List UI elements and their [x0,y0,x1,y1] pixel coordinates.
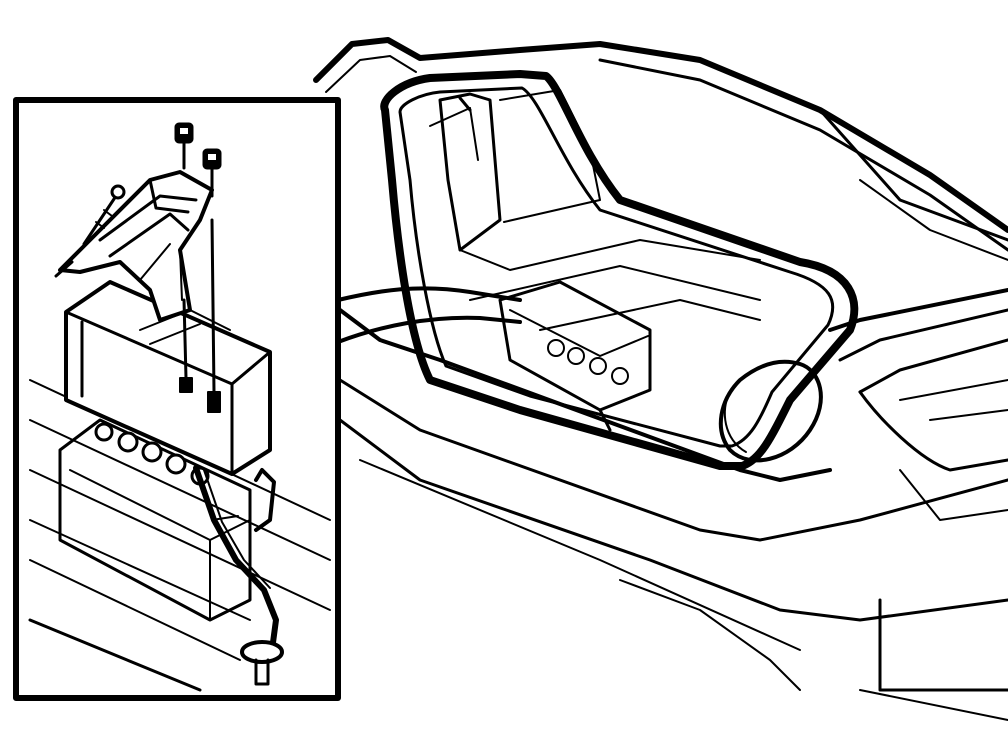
car-rear-view [313,37,1008,721]
battery-detail-inset [13,97,341,701]
trunk-opening-rim [380,70,859,470]
battery-cable [193,465,284,686]
tail-light [828,288,1008,521]
bracket-stud [54,184,126,278]
bolt-icon [202,148,222,413]
quarter-panel [818,108,1008,261]
battery-bracket [58,170,214,322]
inset-leader [336,286,522,344]
trunk-lid-edge [313,37,1008,252]
rear-bumper [338,308,1008,721]
trunk-battery [498,280,652,432]
trunk-interior [429,89,761,331]
battery [64,280,272,476]
spare-wheel-well [718,359,823,463]
bolt-icon [174,122,194,393]
